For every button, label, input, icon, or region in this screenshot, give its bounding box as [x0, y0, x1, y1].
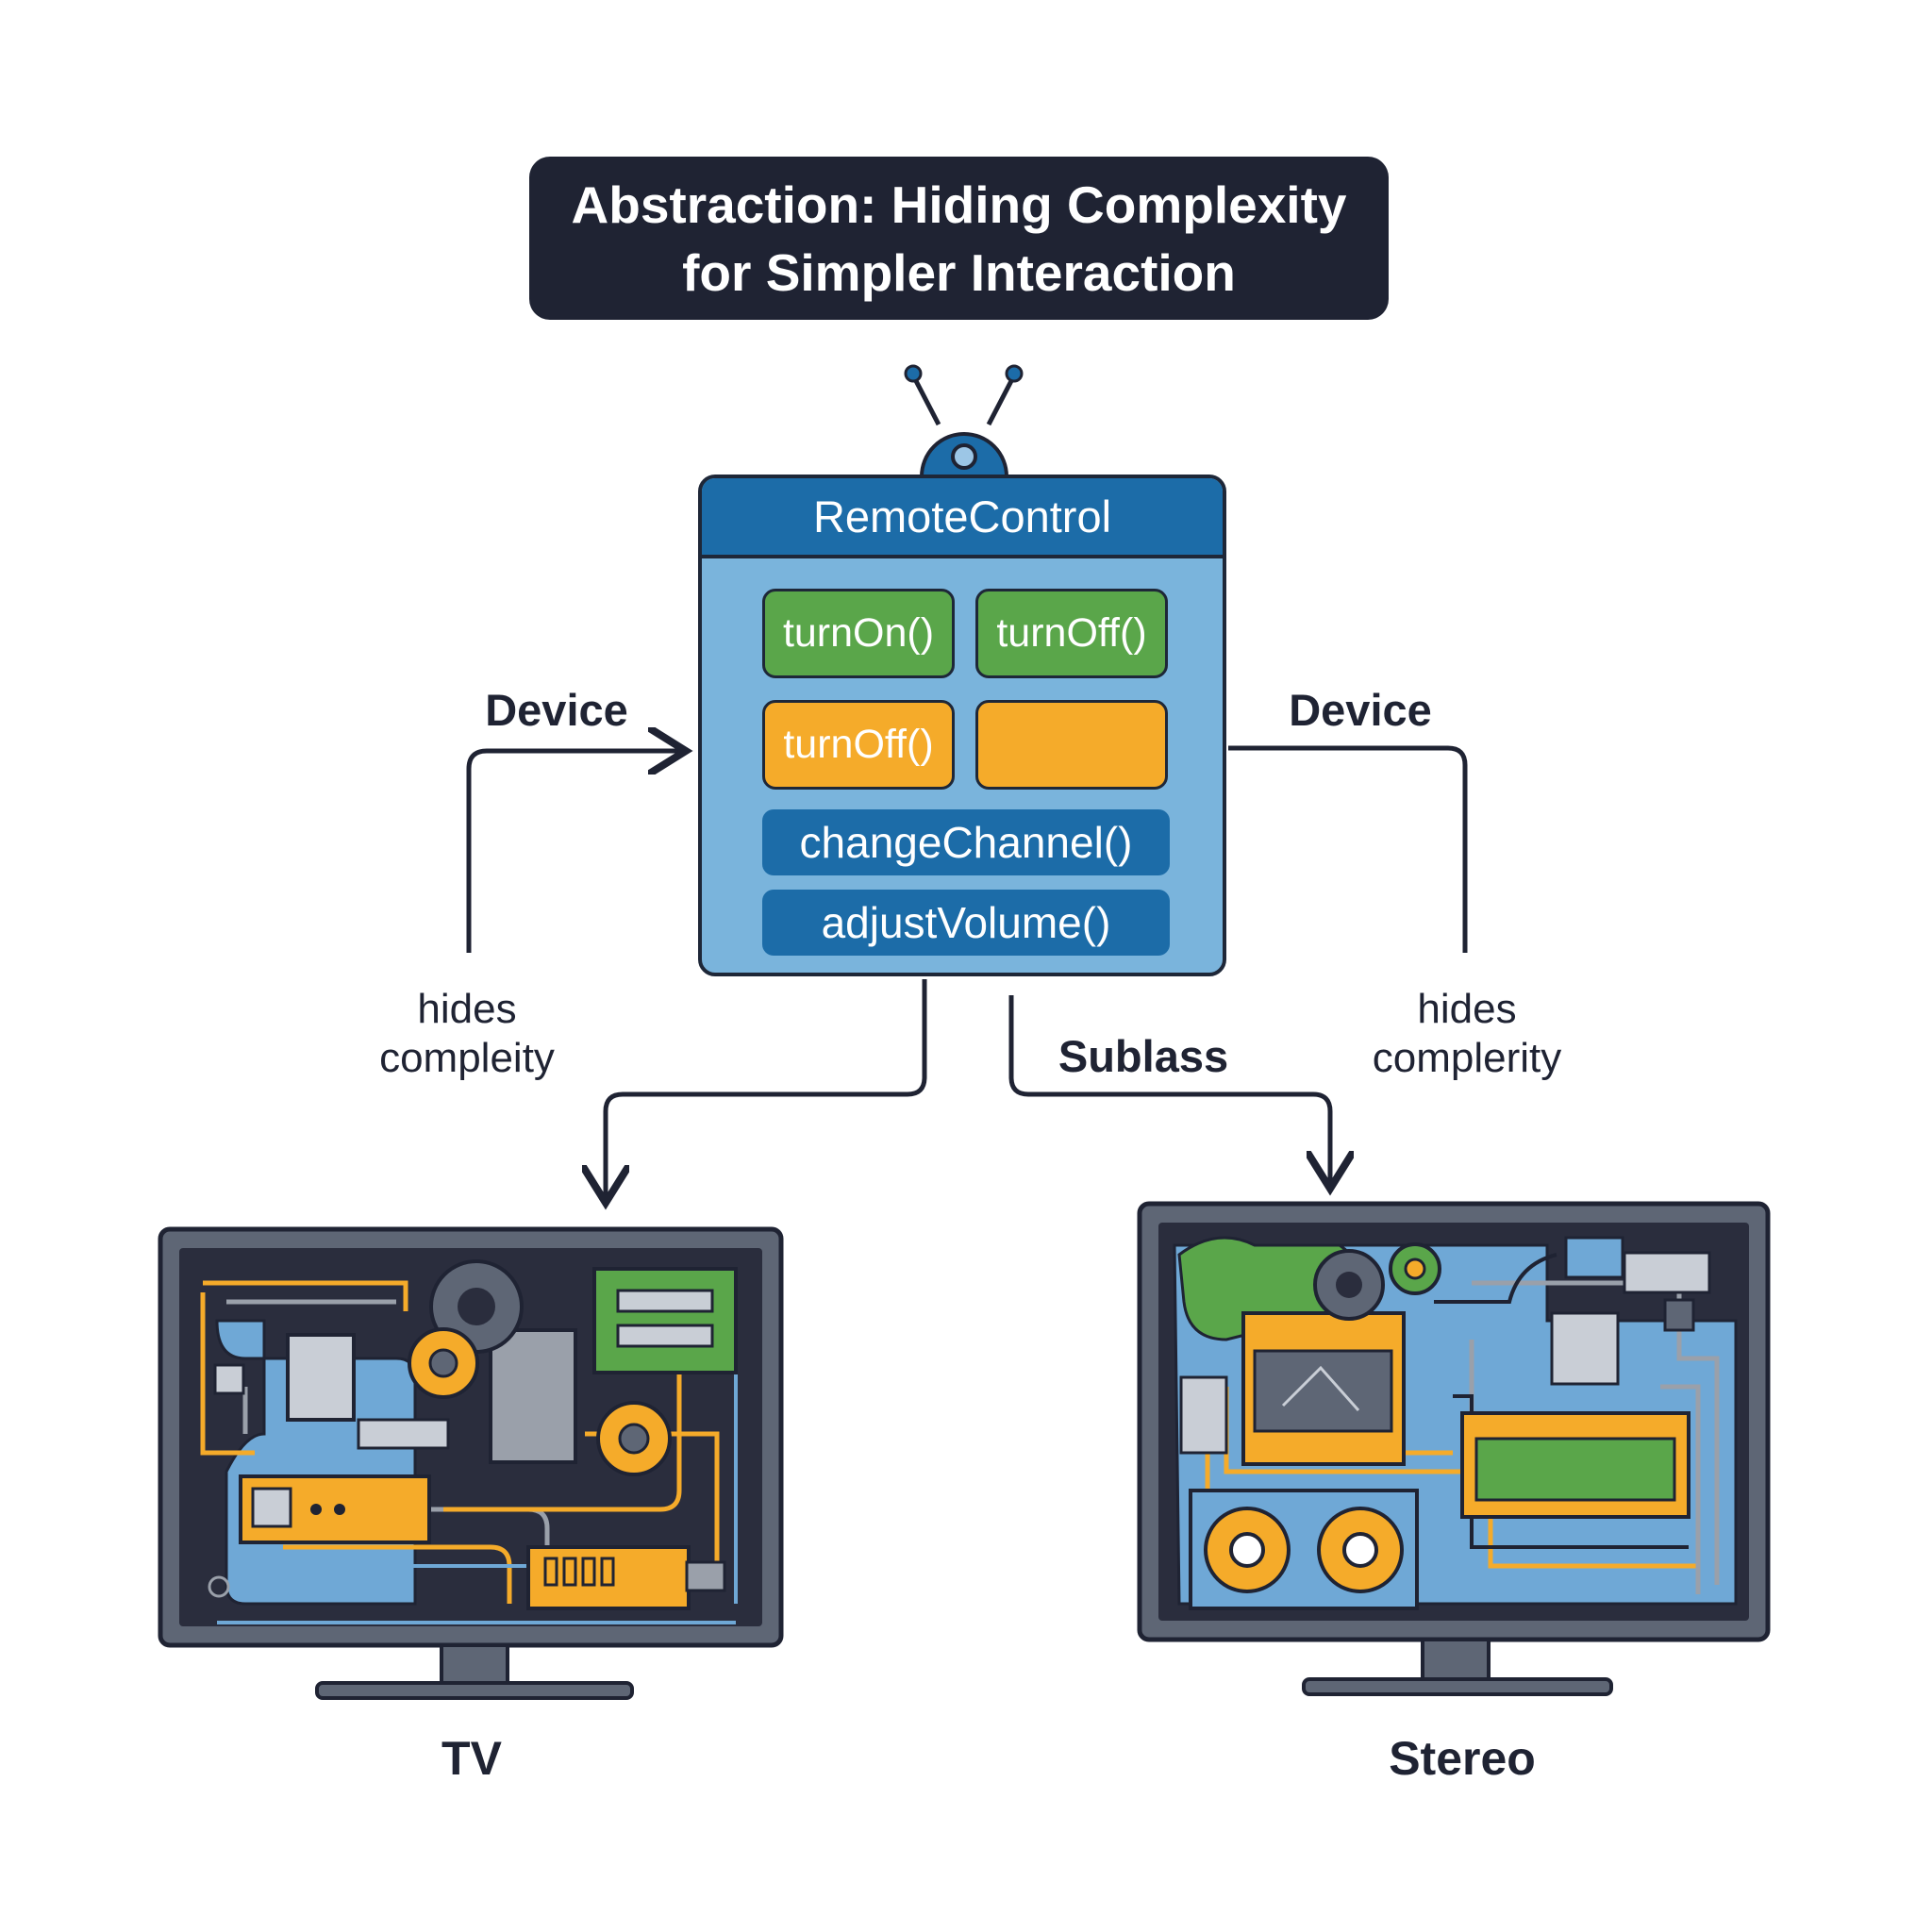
tv-label: TV — [441, 1732, 502, 1785]
hides-right-line-2: complerity — [1372, 1035, 1562, 1081]
tv-circuitry — [200, 1259, 738, 1624]
title-line-1: Abstraction: Hiding Complexity — [571, 175, 1347, 234]
stereo-label: Stereo — [1389, 1732, 1536, 1785]
title-banner: Abstraction: Hiding Complexity for Simpl… — [529, 157, 1389, 320]
turn-off-orange-button[interactable]: turnOff() — [762, 700, 955, 790]
blank-orange-button[interactable] — [975, 700, 1168, 790]
remote-control: RemoteControl turnOn() turnOff() turnOff… — [698, 475, 1226, 976]
hides-left-line-1: hides — [417, 986, 517, 1032]
tv-connector — [606, 979, 927, 1198]
device-label-left: Device — [485, 685, 628, 735]
device-label-right: Device — [1289, 685, 1432, 735]
subclass-label: Sublass — [1058, 1031, 1229, 1081]
remote-title: RemoteControl — [812, 491, 1112, 541]
hides-label-left: hides compleity — [340, 985, 594, 1083]
hides-left-line-2: compleity — [379, 1035, 555, 1081]
adjust-volume-button[interactable]: adjustVolume() — [762, 890, 1170, 956]
hides-label-right: hides complerity — [1340, 985, 1594, 1083]
right-device-connector — [1228, 745, 1468, 953]
left-device-connector — [466, 751, 681, 953]
tv-monitor — [158, 1226, 784, 1700]
remote-header: RemoteControl — [702, 478, 1223, 558]
change-channel-button[interactable]: changeChannel() — [762, 809, 1170, 875]
remote-antenna — [904, 364, 1024, 478]
stereo-monitor — [1137, 1201, 1771, 1696]
stereo-connector — [1008, 995, 1330, 1184]
hides-right-line-1: hides — [1417, 986, 1517, 1032]
turn-on-button[interactable]: turnOn() — [762, 589, 955, 678]
turn-off-green-button[interactable]: turnOff() — [975, 589, 1168, 678]
title-line-2: for Simpler Interaction — [682, 242, 1236, 302]
stereo-circuitry — [1173, 1236, 1738, 1610]
